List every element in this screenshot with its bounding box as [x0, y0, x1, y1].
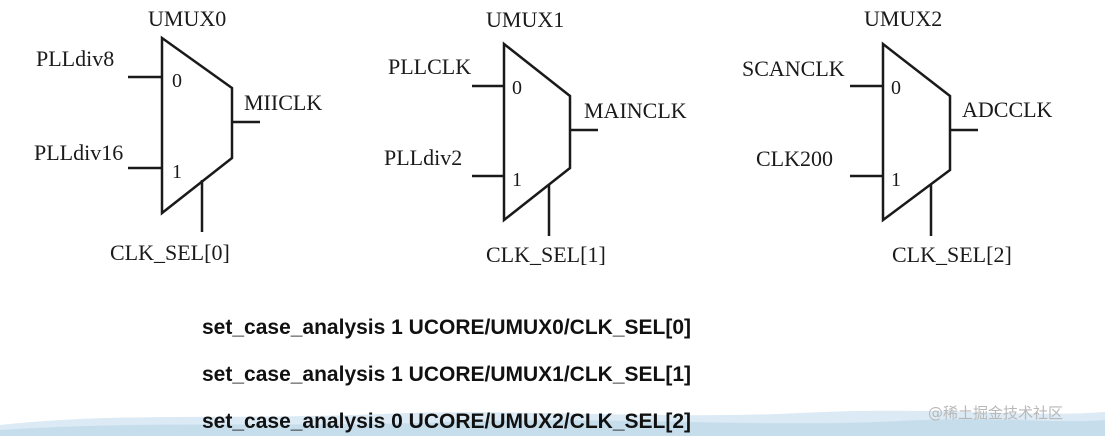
- mux-2-body: [881, 41, 952, 223]
- bottom-wave-decoration-2: [0, 419, 1105, 436]
- mux-0-input0-label: PLLdiv8: [36, 46, 114, 71]
- mux-2-output-label: ADCCLK: [962, 97, 1053, 122]
- mux-0-select-label: CLK_SEL[0]: [110, 240, 230, 265]
- case-analysis-commands: set_case_analysis 1 UCORE/UMUX0/CLK_SEL[…: [202, 316, 691, 433]
- mux-1-input0-label: PLLCLK: [388, 54, 471, 79]
- mux-0-input1-label: PLLdiv16: [34, 140, 123, 165]
- mux-2-pin1: 1: [891, 169, 901, 191]
- mux-1-pin1: 1: [512, 169, 522, 191]
- mux-1-select-label: CLK_SEL[1]: [486, 242, 606, 267]
- mux-2-pin0: 0: [891, 77, 901, 99]
- command-line-1: set_case_analysis 1 UCORE/UMUX0/CLK_SEL[…: [202, 316, 691, 339]
- command-line-2: set_case_analysis 1 UCORE/UMUX1/CLK_SEL[…: [202, 363, 691, 386]
- mux-0-body: [160, 35, 234, 216]
- mux-0: UMUX0 PLLdiv8 PLLdiv16 MIICLK CLK_SEL[0]…: [34, 6, 322, 265]
- mux-2-select-label: CLK_SEL[2]: [892, 242, 1012, 267]
- mux-1-input1-label: PLLdiv2: [384, 145, 462, 170]
- mux-2: UMUX2 SCANCLK CLK200 ADCCLK CLK_SEL[2] 0…: [742, 6, 1053, 267]
- mux-1: UMUX1 PLLCLK PLLdiv2 MAINCLK CLK_SEL[1] …: [384, 7, 687, 267]
- mux-0-name: UMUX0: [148, 6, 226, 31]
- watermark: @稀土掘金技术社区: [928, 404, 1063, 422]
- mux-0-pin0: 0: [172, 70, 182, 92]
- mux-0-output-label: MIICLK: [244, 90, 322, 115]
- mux-1-pin0: 0: [512, 77, 522, 99]
- mux-0-pin1: 1: [172, 161, 182, 183]
- mux-2-input0-label: SCANCLK: [742, 56, 845, 81]
- command-line-3: set_case_analysis 0 UCORE/UMUX2/CLK_SEL[…: [202, 410, 691, 433]
- mux-1-output-label: MAINCLK: [584, 98, 687, 123]
- mux-1-name: UMUX1: [486, 7, 564, 32]
- mux-2-input1-label: CLK200: [756, 146, 833, 171]
- mux-1-body: [502, 41, 572, 223]
- mux-2-name: UMUX2: [864, 6, 942, 31]
